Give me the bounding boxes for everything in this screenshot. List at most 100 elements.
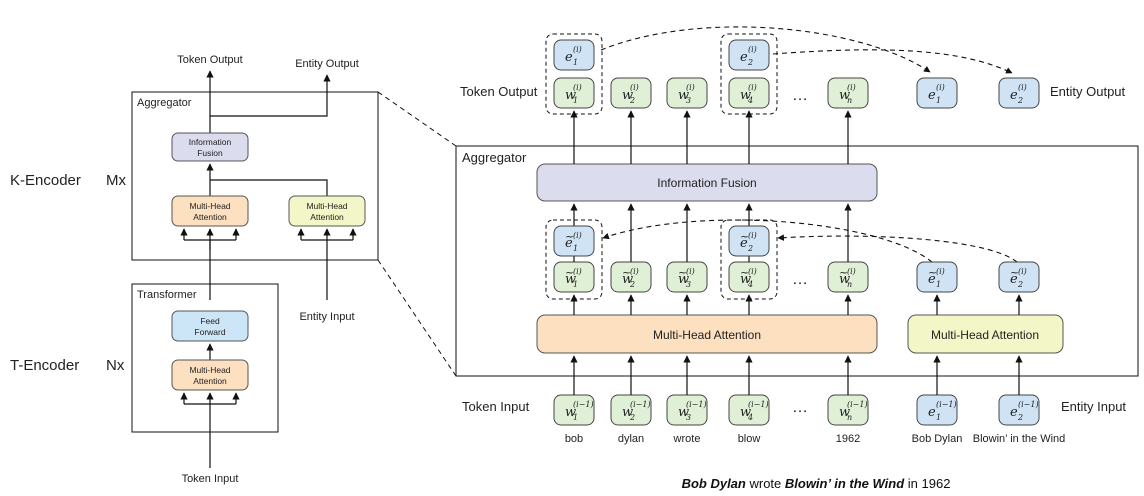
output-entity-e2-superscript: (i) — [1018, 83, 1027, 92]
output-token-w4-subscript: 4 — [747, 96, 753, 105]
left-feed-forward-line1: Feed — [200, 316, 220, 326]
output-token-wn-superscript: (i) — [847, 83, 856, 92]
hidden-token-wn-superscript: (i) — [847, 267, 856, 276]
output-aligned-entity-e1-superscript: (i) — [573, 45, 582, 54]
input-token-w2-superscript: (i−1) — [630, 400, 651, 409]
output-token-w4-symbol: w — [740, 88, 751, 103]
input-token-w4-superscript: (i−1) — [748, 400, 769, 409]
left-mha-transformer-box — [171, 359, 249, 391]
right-mha-token-box — [536, 314, 878, 354]
hidden-token-w3-subscript: 3 — [686, 280, 691, 289]
output-token-w4-superscript: (i) — [748, 83, 757, 92]
hidden-token-w2-subscript: 2 — [629, 280, 635, 289]
left-feed-forward-box — [171, 310, 249, 342]
left-mha-transformer-line2: Attention — [193, 376, 227, 386]
caption-entity-bob-dylan: Bob Dylan — [682, 476, 746, 491]
input-token-w3-symbol: w — [678, 405, 689, 420]
output-aligned-entity-e2-box — [728, 39, 770, 71]
input-entity-name-1: Blowin’ in the Wind — [973, 433, 1066, 445]
left-token-output-label: Token Output — [177, 54, 242, 66]
right-aggregator-box — [455, 145, 1139, 377]
left-information-fusion-line2: Fusion — [197, 148, 223, 158]
example-sentence-caption: Bob Dylan wrote Blowin’ in the Wind in 1… — [682, 476, 951, 491]
hidden-aligned-entity-e2-tilde: ~ — [740, 230, 749, 243]
input-entity-e1-symbol: e — [928, 405, 936, 420]
input-token-wn-subscript: n — [847, 413, 852, 422]
left-information-fusion-line1: Information — [189, 137, 232, 147]
hidden-entity-e2-tilde: ~ — [1010, 266, 1019, 279]
right-entity-input-label: Entity Input — [1061, 399, 1126, 414]
output-token-w2-subscript: 2 — [629, 96, 635, 105]
output-token-w3-symbol: w — [678, 88, 689, 103]
input-entity-e2-symbol: e — [1010, 405, 1018, 420]
input-token-w2-symbol: w — [622, 405, 633, 420]
left-mha-transformer-line1: Multi-Head — [189, 365, 230, 375]
left-mha-entity-line2: Attention — [310, 212, 344, 222]
input-token-w2-subscript: 2 — [629, 413, 635, 422]
hidden-token-wn-symbol: w — [839, 272, 850, 287]
hidden-entity-e2-superscript: (i) — [1018, 267, 1027, 276]
output-entity-e1-symbol: e — [928, 88, 936, 103]
left-aggregator-box — [131, 91, 379, 261]
left-mha-entity-line1: Multi-Head — [306, 201, 347, 211]
t-encoder-multiplier: Nx — [106, 357, 125, 374]
hidden-token-w3-tilde: ~ — [678, 266, 687, 279]
diagram-nodes: w1(i)w1(i)~w1(i−1)bobw2(i)w2(i)~w2(i−1)d… — [553, 39, 1066, 445]
input-entity-e1-subscript: 1 — [936, 413, 941, 422]
input-entity-e2-superscript: (i−1) — [1018, 400, 1039, 409]
caption-wrote: wrote — [746, 476, 785, 491]
hidden-token-w2-tilde: ~ — [622, 266, 631, 279]
hidden-entity-e2-symbol: e — [1010, 272, 1018, 287]
left-information-fusion-box — [171, 132, 249, 162]
right-information-fusion-label: Information Fusion — [657, 176, 756, 190]
hidden-aligned-entity-e2-symbol: e — [740, 236, 748, 251]
right-token-input-label: Token Input — [462, 399, 530, 414]
hidden-token-wn-tilde: ~ — [839, 266, 848, 279]
output-token-w1-superscript: (i) — [573, 83, 582, 92]
k-encoder-multiplier: Mx — [106, 172, 126, 189]
hidden-token-w4-subscript: 4 — [747, 280, 753, 289]
left-token-input-label: Token Input — [182, 473, 239, 485]
k-encoder-label: K-Encoder — [10, 172, 81, 189]
input-entity-e2-subscript: 2 — [1017, 413, 1023, 422]
input-word-1: dylan — [618, 433, 644, 445]
output-entity-e2-symbol: e — [1010, 88, 1018, 103]
input-token-wn-symbol: w — [839, 405, 850, 420]
left-mha-token-line1: Multi-Head — [189, 201, 230, 211]
output-token-w2-symbol: w — [622, 88, 633, 103]
right-mha-entity-box — [907, 314, 1064, 354]
hidden-entity-e2-subscript: 2 — [1017, 280, 1023, 289]
output-token-w3-subscript: 3 — [686, 96, 691, 105]
input-token-w1-symbol: w — [565, 405, 576, 420]
input-word-2: wrote — [673, 433, 701, 445]
left-aggregator-label: Aggregator — [137, 97, 192, 109]
left-mha-token-line2: Attention — [193, 212, 227, 222]
t-encoder-label: T-Encoder — [10, 357, 79, 374]
input-word-0: bob — [565, 433, 583, 445]
hidden-ellipsis: … — [792, 271, 808, 288]
hidden-token-w1-symbol: w — [565, 272, 576, 287]
input-entity-name-0: Bob Dylan — [912, 433, 963, 445]
left-entity-input-label: Entity Input — [299, 311, 354, 323]
output-token-w3-superscript: (i) — [686, 83, 695, 92]
right-panel: Aggregator Token Output Entity Output To… — [455, 26, 1139, 491]
input-token-w1-superscript: (i−1) — [573, 400, 594, 409]
output-entity-e2-subscript: 2 — [1017, 96, 1023, 105]
hidden-token-w1-subscript: 1 — [573, 280, 578, 289]
right-mha-entity-label: Multi-Head Attention — [931, 328, 1039, 342]
output-aligned-entity-e2-symbol: e — [740, 50, 748, 65]
hidden-entity-e1-symbol: e — [928, 272, 936, 287]
input-word-4: 1962 — [836, 433, 860, 445]
output-token-w4-box — [728, 77, 770, 109]
right-token-output-label: Token Output — [460, 84, 538, 99]
left-panel: Token Output Entity Output Aggregator In… — [10, 54, 379, 485]
hidden-aligned-entity-e2-superscript: (i) — [748, 231, 757, 240]
output-token-w1-subscript: 1 — [573, 96, 578, 105]
hidden-aligned-entity-e2-box — [728, 225, 770, 257]
hidden-token-w4-tilde: ~ — [740, 266, 749, 279]
hidden-token-w1-superscript: (i) — [573, 267, 582, 276]
hidden-entity-e1-tilde: ~ — [928, 266, 937, 279]
output-ellipsis: … — [792, 87, 808, 104]
input-entity-e1-superscript: (i−1) — [936, 400, 957, 409]
hidden-entity-e1-superscript: (i) — [936, 267, 945, 276]
